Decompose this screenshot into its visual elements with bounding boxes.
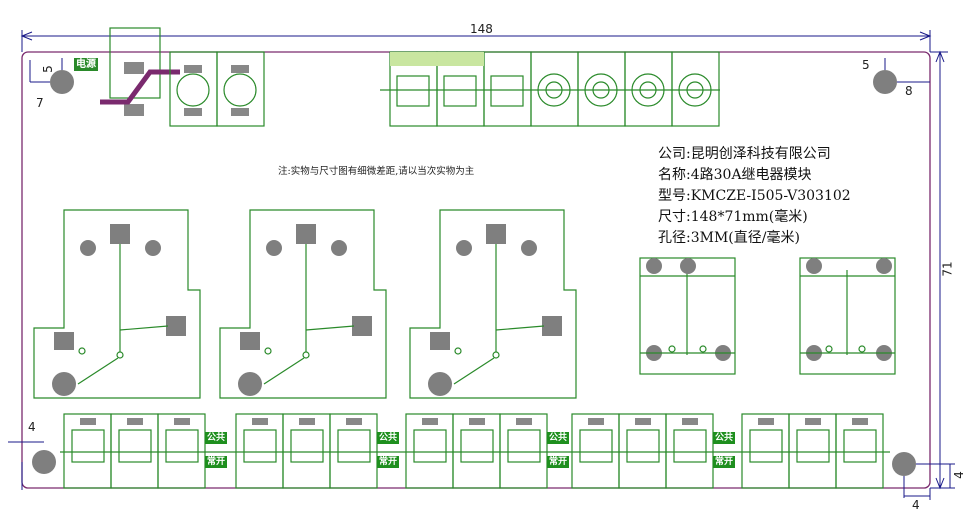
model-line: 型号:KMCZE-I505-V303102 [658,188,851,204]
relay-5 [799,257,896,375]
input-terminals [380,51,720,127]
hole-offset-left-y-label: 7 [36,96,44,110]
mounting-hole-top-right [873,70,897,94]
bottom-right-y-label: 4 [951,471,966,479]
common-tag-2: 公共 [377,432,400,444]
no-tag-2: 常开 [377,456,400,468]
bottom-right-x-label: 4 [912,498,920,512]
no-tag-3: 常开 [547,456,570,468]
no-tag-4: 常开 [713,456,736,468]
relay-3 [409,209,577,399]
hole-dim-bottom [8,441,955,500]
bottom-left-x-label: 4 [28,420,36,434]
power-connector [100,27,180,116]
hole-offset-right-y-label: 5 [862,58,870,72]
accuracy-note: 注:实物与尺寸图有细微差距,请以当次实物为主 [278,166,475,177]
power-terminals [169,51,265,127]
size-line: 尺寸:148*71mm(毫米) [658,209,808,225]
product-name-line: 名称:4路30A继电器模块 [658,167,812,183]
mounting-hole-top-left [50,70,74,94]
output-terminals [60,413,890,489]
no-tag-1: 常开 [205,456,228,468]
hole-offset-right-x-label: 8 [905,84,913,98]
company-line: 公司:昆明创泽科技有限公司 [658,146,831,162]
hole-dim-top-right [884,58,930,83]
dimension-height [930,50,948,490]
mounting-hole-bottom-right [892,452,916,476]
relay-2 [219,209,387,399]
hole-offset-left-x-label: 5 [40,65,55,73]
relay-1 [33,209,201,399]
power-tag: 电源 [74,58,98,71]
dimension-width [20,30,932,52]
hole-dim-top-left [29,58,63,83]
mounting-hole-bottom-left [32,450,56,474]
width-dimension-label: 148 [470,22,493,36]
relay-4 [639,257,736,375]
height-dimension-label: 71 [940,261,955,277]
hole-line: 孔径:3MM(直径/毫米) [658,230,800,246]
common-tag-4: 公共 [713,432,736,444]
common-tag-1: 公共 [205,432,228,444]
terminal-pads [80,418,868,425]
common-tag-3: 公共 [547,432,570,444]
